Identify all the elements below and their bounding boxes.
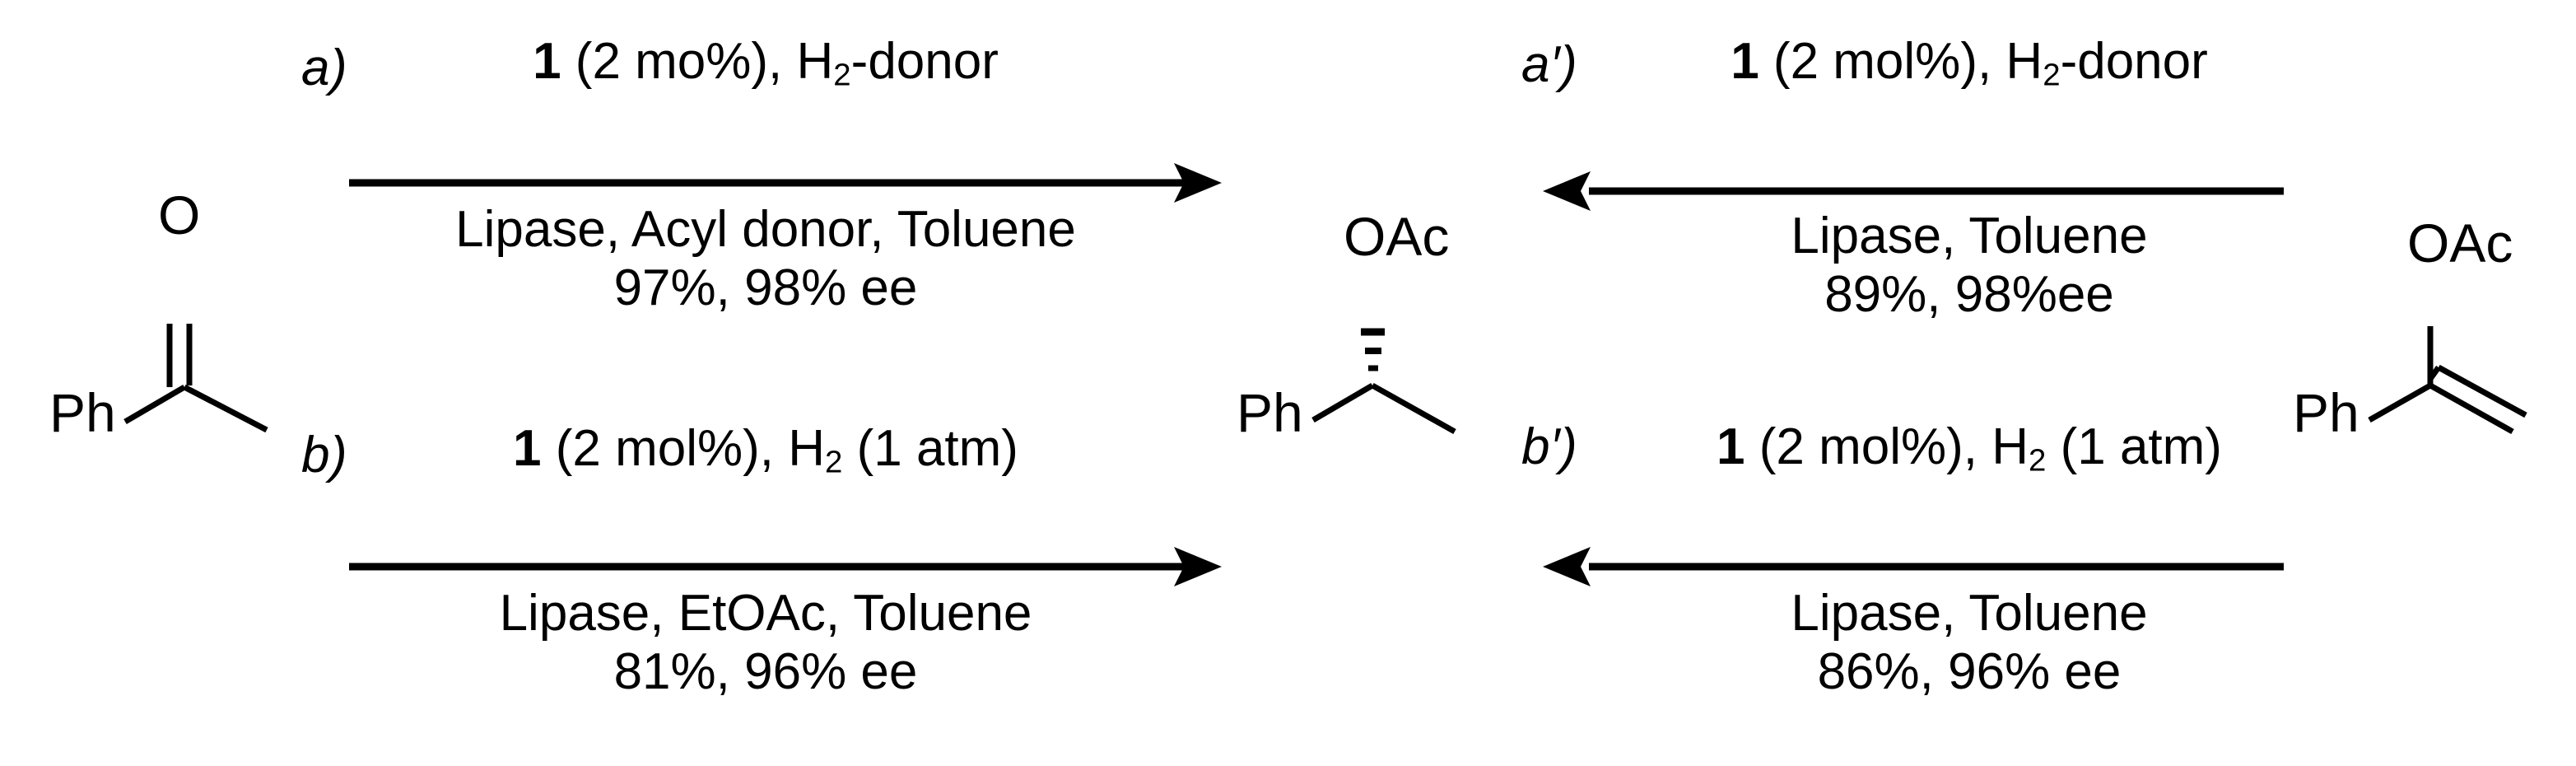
alkene-junction: [2428, 365, 2441, 381]
hydrogen-subscript-b-prime: 2: [2029, 442, 2047, 479]
arrow-left-a-prime-svg: [1543, 171, 2284, 211]
reaction-arrow-b-prime: [1543, 545, 2284, 588]
hydrogen-source-b: (1 atm): [842, 420, 1018, 477]
phenylvinyl-acetate-ph-label: Ph: [2293, 382, 2359, 443]
reaction-arrow-b: [349, 545, 1222, 588]
hydrogen-source-b-prime: (1 atm): [2046, 418, 2222, 475]
step-label-a: a): [301, 40, 348, 96]
phenylethyl-acetate-ph-label: Ph: [1237, 382, 1303, 443]
conditions-line-above-b-prime: 1 (2 mol%), H2 (1 atm): [1533, 418, 2406, 477]
catalyst-loading-a: (2 mo%), H: [561, 33, 834, 90]
solvent-line-b: Lipase, EtOAc, Toluene: [499, 585, 1032, 642]
methyl-bond: [1371, 382, 1456, 435]
yield-line-b: 81%, 96% ee: [613, 642, 918, 700]
structure-phenylvinyl-acetate: Ph OAc: [2223, 216, 2576, 494]
arrow-left-b-prime-svg: [1543, 547, 2284, 586]
conditions-below-arrow-a: Lipase, Acyl donor, Toluene 97%, 98% ee: [329, 201, 1202, 317]
conditions-above-arrow-b: 1 (2 mol%), H2 (1 atm): [329, 420, 1202, 479]
yield-line-a-prime: 89%, 98%ee: [1824, 265, 2114, 323]
phenyl-bond: [123, 384, 186, 425]
catalyst-number-a: 1: [533, 33, 561, 90]
step-label-b-prime: b′): [1521, 418, 1578, 475]
hydrogen-subscript-a-prime: 2: [2043, 57, 2061, 93]
conditions-above-arrow-a: 1 (2 mo%), H2-donor: [329, 33, 1202, 91]
reaction-arrow-a: [349, 161, 1222, 204]
phenylethyl-acetate-svg: [1311, 328, 1456, 435]
conditions-line-above-a-prime: 1 (2 mol%), H2-donor: [1533, 33, 2406, 91]
catalyst-number-b: 1: [513, 420, 542, 477]
conditions-below-arrow-a-prime: Lipase, Toluene 89%, 98%ee: [1533, 208, 2406, 324]
phenylethyl-acetate-oac-label: OAc: [1344, 206, 1450, 267]
alkene-bond-inner: [2429, 382, 2514, 435]
hydrogen-source-a-prime: -donor: [2060, 33, 2208, 90]
structure-phenylethyl-acetate: Ph OAc: [1202, 209, 1548, 494]
phenylvinyl-acetate-oac-label: OAc: [2407, 213, 2513, 273]
yield-line-a: 97%, 98% ee: [613, 259, 918, 316]
conditions-below-arrow-b: Lipase, EtOAc, Toluene 81%, 96% ee: [329, 585, 1202, 701]
conditions-line-above-a: 1 (2 mo%), H2-donor: [329, 33, 1202, 91]
catalyst-loading-b: (2 mol%), H: [541, 420, 825, 477]
hashed-wedge-bond: [1361, 328, 1385, 371]
solvent-line-b-prime: Lipase, Toluene: [1791, 585, 2148, 642]
conditions-above-arrow-a-prime: 1 (2 mol%), H2-donor: [1533, 33, 2406, 91]
hydrogen-subscript-a: 2: [833, 57, 851, 93]
solvent-line-a: Lipase, Acyl donor, Toluene: [455, 201, 1076, 258]
step-label-a-prime: a′): [1521, 36, 1578, 93]
hydrogen-source-a: -donor: [850, 33, 999, 90]
conditions-below-arrow-b-prime: Lipase, Toluene 86%, 96% ee: [1533, 585, 2406, 701]
arrow-right-b-svg: [349, 547, 1222, 586]
methyl-bond: [183, 384, 268, 433]
phenyl-bond: [1311, 382, 1374, 423]
step-label-b: b): [301, 427, 348, 483]
catalyst-number-a-prime: 1: [1731, 33, 1759, 90]
catalyst-loading-b-prime: (2 mol%), H: [1745, 418, 2029, 475]
conditions-above-arrow-b-prime: 1 (2 mol%), H2 (1 atm): [1533, 418, 2406, 477]
acetophenone-ph-label: Ph: [49, 382, 116, 443]
alkene-bond-outer: [2437, 364, 2527, 418]
yield-line-b-prime: 86%, 96% ee: [1817, 642, 2122, 700]
phenylvinyl-acetate-svg: [2368, 326, 2527, 435]
acetophenone-o-label: O: [158, 184, 201, 245]
arrow-right-a-svg: [349, 163, 1222, 203]
phenyl-bond: [2368, 382, 2432, 423]
structure-acetophenone: Ph O: [16, 188, 329, 486]
acetophenone-svg: [123, 324, 268, 433]
catalyst-loading-a-prime: (2 mol%), H: [1758, 33, 2043, 90]
conditions-line-above-b: 1 (2 mol%), H2 (1 atm): [329, 420, 1202, 479]
catalyst-number-b-prime: 1: [1717, 418, 1745, 475]
hydrogen-subscript-b: 2: [825, 444, 843, 480]
reaction-arrow-a-prime: [1543, 170, 2284, 213]
solvent-line-a-prime: Lipase, Toluene: [1791, 208, 2148, 264]
